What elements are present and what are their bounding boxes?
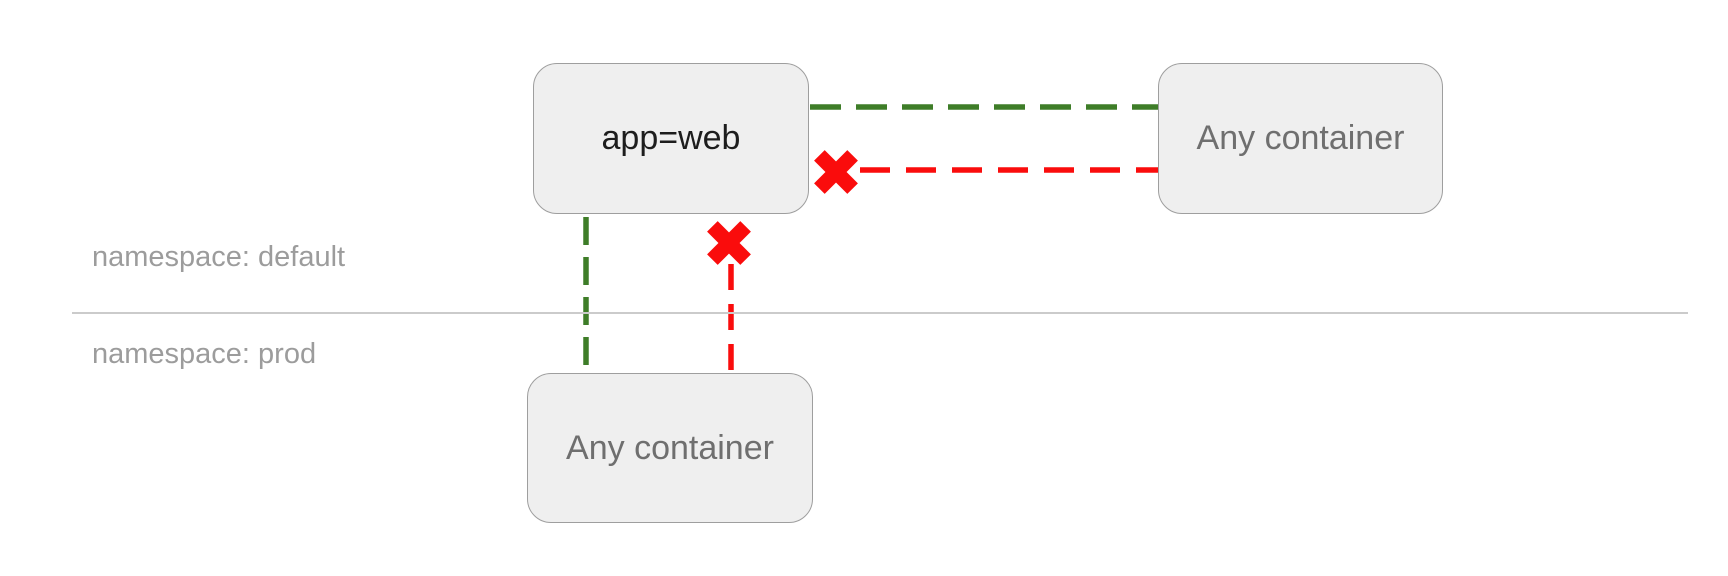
node-any-container-default: Any container	[1158, 63, 1443, 214]
node-any-container-prod-label: Any container	[566, 428, 774, 467]
namespace-default-label: namespace: default	[92, 241, 346, 273]
namespace-prod-label: namespace: prod	[92, 338, 317, 370]
node-app-web-label: app=web	[601, 119, 741, 157]
node-app-web: app=web	[533, 63, 809, 214]
node-any-container-default-label: Any container	[1196, 119, 1405, 157]
node-any-container-prod: Any container	[527, 373, 813, 523]
blocked-x-icon	[707, 221, 751, 265]
blocked-x-icon	[814, 150, 858, 194]
namespace-divider	[72, 312, 1688, 314]
